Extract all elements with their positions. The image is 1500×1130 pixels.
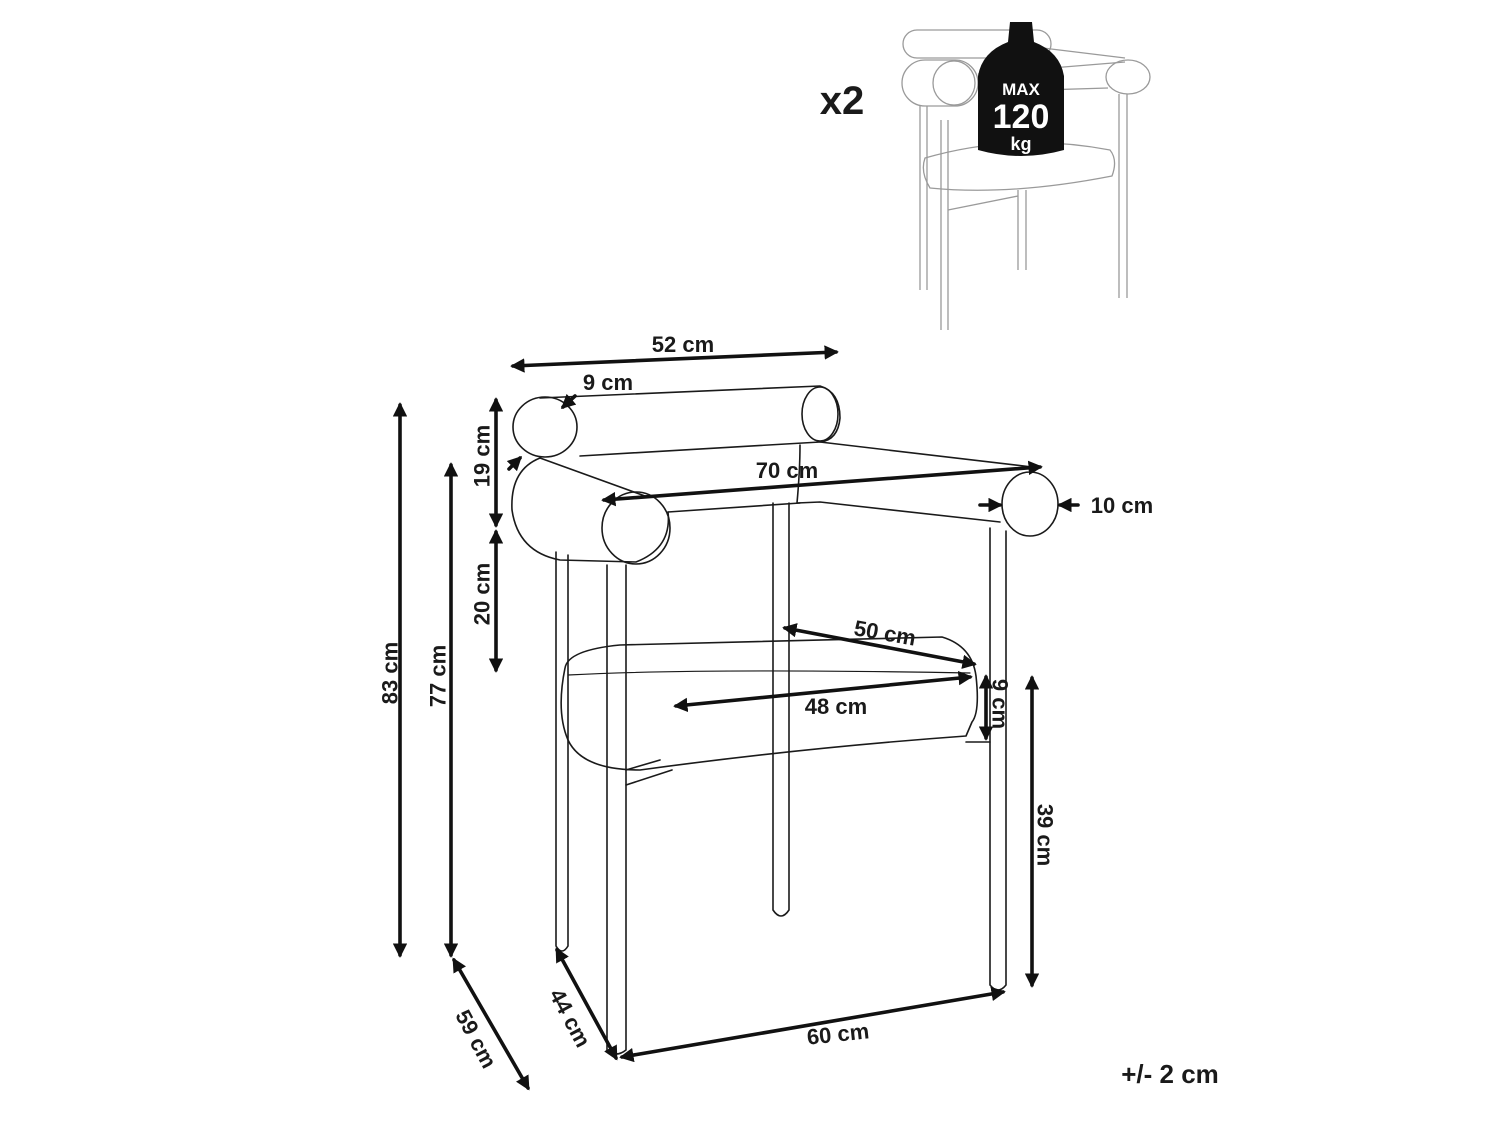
label-back-height: 19 cm: [470, 425, 495, 487]
label-armrest-diameter: 10 cm: [1091, 493, 1153, 518]
label-total-depth: 59 cm: [450, 1006, 501, 1073]
label-total-width: 70 cm: [756, 458, 818, 483]
tolerance-note: +/- 2 cm: [1121, 1059, 1219, 1089]
label-leg-depth: 44 cm: [544, 985, 595, 1052]
label-back-width: 52 cm: [652, 332, 714, 357]
label-seat-height: 39 cm: [1033, 804, 1058, 866]
dimension-arrows: [392, 345, 1080, 1091]
load-max: MAX: [1002, 80, 1040, 99]
label-seat-thickness: 9 cm: [988, 679, 1013, 729]
dimension-labels: 83 cm 77 cm 19 cm 20 cm 52 cm 9 cm 70 cm…: [378, 332, 1154, 1072]
label-back-diameter: 9 cm: [583, 370, 633, 395]
quantity-label: x2: [820, 79, 865, 123]
label-total-height: 83 cm: [378, 642, 403, 704]
label-back-to-seat: 20 cm: [470, 563, 495, 625]
label-armrest-height: 77 cm: [426, 645, 451, 707]
load-unit: kg: [1010, 134, 1031, 154]
label-seat-depth: 50 cm: [852, 615, 918, 650]
load-value: 120: [993, 98, 1050, 136]
weight-bottle-icon: MAX 120 kg: [978, 22, 1064, 156]
label-leg-width: 60 cm: [806, 1018, 871, 1049]
label-seat-width: 48 cm: [805, 694, 867, 719]
